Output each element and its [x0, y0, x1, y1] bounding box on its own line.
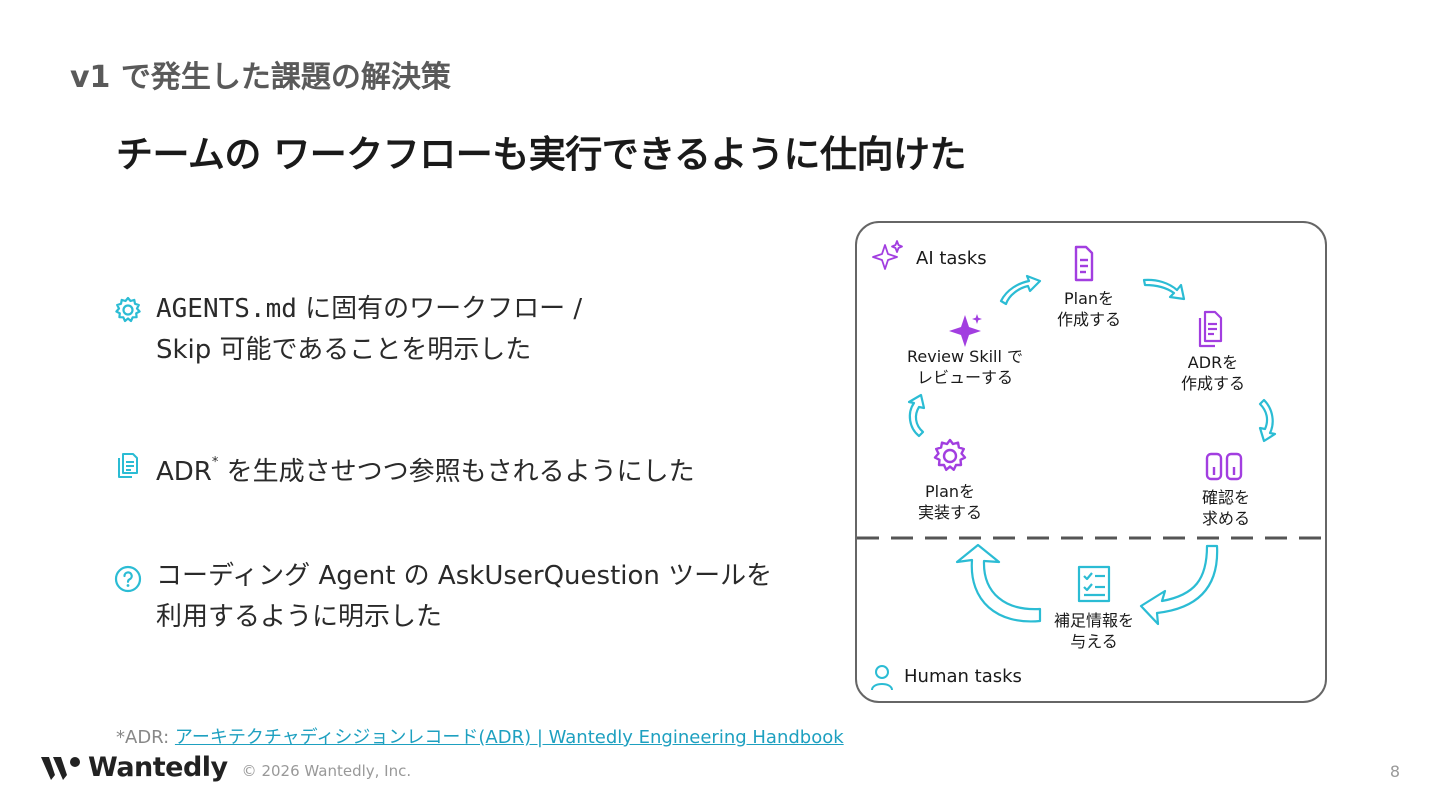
bullet-askuserquestion: コーディング Agent の AskUserQuestion ツールを 利用する… — [114, 556, 772, 638]
footnote-marker: * — [211, 455, 219, 470]
adr-document-icon — [1198, 310, 1223, 348]
bullet-agents-md: AGENTS.md に固有のワークフロー / Skip 可能であることを明示した — [114, 289, 582, 371]
bullet-text: 利用するように明示した — [156, 602, 443, 632]
gear-icon — [115, 296, 141, 323]
step-plan-create: Planを 作成する — [1056, 289, 1121, 329]
question-icon — [114, 565, 142, 593]
ai-tasks-label: AI tasks — [916, 248, 987, 269]
adr-handbook-link[interactable]: アーキテクチャディシジョンレコード(ADR) | Wantedly Engine… — [174, 727, 844, 748]
copyright: © 2026 Wantedly, Inc. — [241, 761, 412, 780]
bullet-text: コーディング Agent の AskUserQuestion ツールを — [156, 561, 773, 591]
bullet-text: に固有のワークフロー / — [296, 294, 583, 324]
bullet-adr: ADR* を生成させつつ参照もされるようにした — [114, 442, 695, 493]
adr-term: ADR — [156, 457, 212, 487]
page-number: 8 — [1389, 762, 1400, 781]
step-review: Review Skill で レビューする — [906, 347, 1024, 387]
wantedly-logo-icon — [41, 756, 80, 780]
step-supplement: 補足情報を 与える — [1053, 611, 1134, 651]
sparkle-outline-icon — [872, 240, 903, 270]
human-cycle-arrows — [955, 543, 1219, 626]
step-implement: Planを 実装する — [917, 482, 982, 522]
review-sparkle-icon — [949, 315, 981, 347]
section-title: v1 で発生した課題の解決策 — [70, 60, 451, 95]
page-title: チームの ワークフローも実行できるように仕向けた — [116, 133, 967, 176]
cycle-arrows — [907, 274, 1277, 443]
implement-gear-icon — [933, 438, 967, 471]
document-icon — [118, 453, 138, 478]
footnote-prefix: *ADR: — [116, 727, 175, 748]
agents-md-code: AGENTS.md — [156, 294, 297, 324]
bullet-text: Skip 可能であることを明示した — [156, 335, 532, 365]
confirm-icon — [1205, 452, 1243, 481]
step-adr-create: ADRを 作成する — [1180, 353, 1245, 393]
workflow-diagram: AI tasks Human tasks Planを 作成する ADRを 作成す… — [855, 221, 1327, 703]
brand-name: Wantedly — [88, 752, 228, 783]
footnote: *ADR: アーキテクチャディシジョンレコード(ADR) | Wantedly … — [116, 723, 844, 749]
step-confirm: 確認を 求める — [1201, 488, 1250, 528]
bullet-text: を生成させつつ参照もされるようにした — [218, 457, 695, 487]
diagram-graphics — [857, 240, 1325, 691]
plan-document-icon — [1074, 245, 1094, 282]
human-tasks-label: Human tasks — [904, 666, 1022, 687]
footer: Wantedly © 2026 Wantedly, Inc. — [40, 752, 411, 783]
person-icon — [871, 665, 893, 691]
checklist-icon — [1077, 565, 1111, 603]
